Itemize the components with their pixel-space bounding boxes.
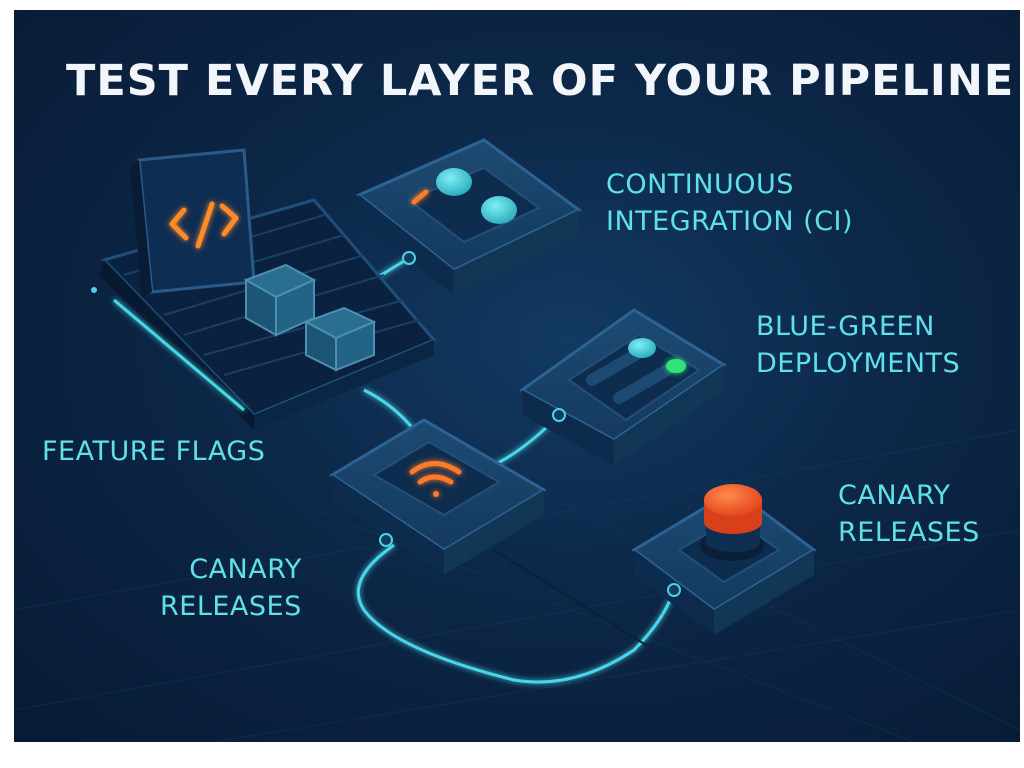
label-canary-left-line1: CANARY xyxy=(189,554,302,585)
page-title: TEST EVERY LAYER OF YOUR PIPELINE xyxy=(66,56,1015,106)
label-canary-left: CANARY RELEASES xyxy=(160,551,302,625)
label-blue-green-line1: BLUE-GREEN xyxy=(756,311,935,342)
ci-tile xyxy=(356,138,582,295)
toggle-knobs-icon xyxy=(436,168,517,224)
label-canary-right: CANARY RELEASES xyxy=(838,477,980,551)
red-button-icon xyxy=(700,484,764,561)
label-ci-line1: CONTINUOUS xyxy=(606,169,794,200)
label-canary-right-line2: RELEASES xyxy=(838,517,980,548)
wifi-tile xyxy=(329,418,547,575)
label-canary-right-line1: CANARY xyxy=(838,480,951,511)
shadow-line xyxy=(493,549,655,651)
boxes-icon xyxy=(243,263,377,372)
wifi-icon xyxy=(409,461,462,497)
switch-icon xyxy=(586,338,686,404)
label-canary-left-line2: RELEASES xyxy=(160,591,302,622)
code-card xyxy=(130,148,256,298)
label-feature-flags: FEATURE FLAGS xyxy=(42,433,265,470)
code-icon xyxy=(169,201,239,249)
label-feature-flags-line: FEATURE FLAGS xyxy=(42,436,266,467)
blue-green-tile xyxy=(519,308,727,465)
label-ci: CONTINUOUS INTEGRATION (CI) xyxy=(606,166,853,240)
label-blue-green: BLUE-GREEN DEPLOYMENTS xyxy=(756,308,960,382)
pipeline-illustration xyxy=(14,138,1020,742)
label-ci-line2: INTEGRATION (CI) xyxy=(606,206,854,237)
label-blue-green-line2: DEPLOYMENTS xyxy=(756,348,961,379)
illustration-canvas: TEST EVERY LAYER OF YOUR PIPELINE CONTIN… xyxy=(14,10,1020,742)
